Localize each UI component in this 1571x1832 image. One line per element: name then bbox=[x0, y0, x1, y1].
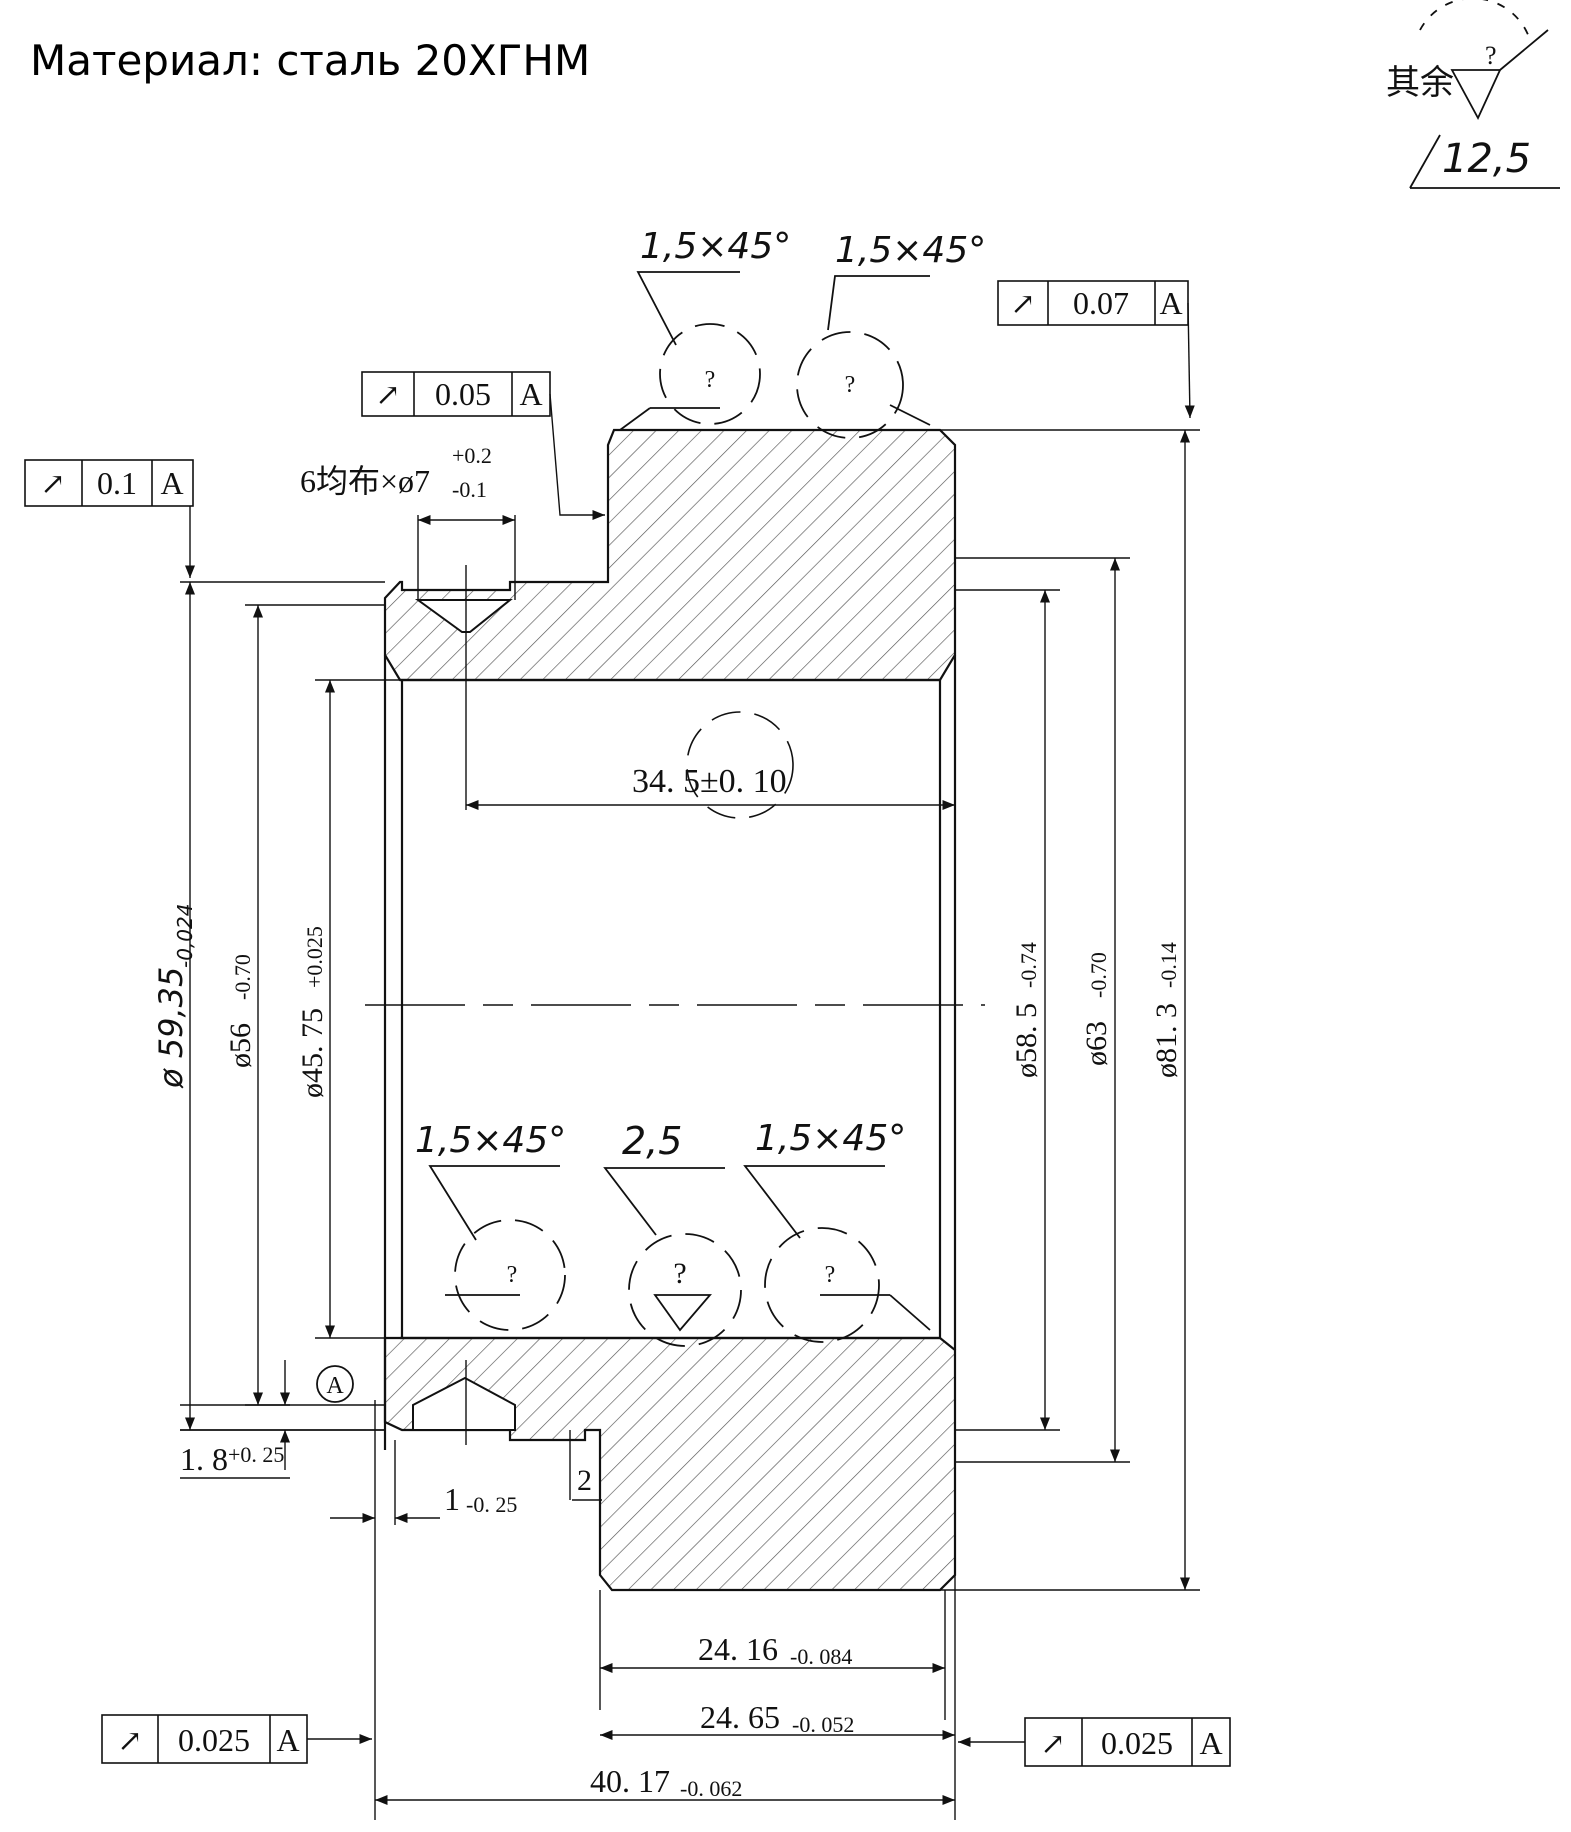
tol-value: 0.07 bbox=[1073, 285, 1129, 321]
upper-section bbox=[383, 428, 957, 682]
dim-63: ø63 -0.70 bbox=[1080, 952, 1113, 1066]
svg-text:ø45. 75: ø45. 75 bbox=[296, 1008, 329, 1098]
dim-45-75: ø45. 75 +0.025 bbox=[296, 926, 329, 1098]
holes-label: 6均布×ø7 bbox=[300, 463, 430, 499]
dim-24-65: 24. 65 -0. 052 bbox=[700, 1699, 854, 1737]
holes-tol-lower: -0.1 bbox=[452, 477, 487, 502]
svg-text:1: 1 bbox=[444, 1481, 460, 1517]
roughness-mark: ? bbox=[507, 1262, 518, 1288]
tol-value: 0.025 bbox=[1101, 1725, 1173, 1761]
tol-datum: A bbox=[519, 376, 542, 412]
tol-value: 0.025 bbox=[178, 1722, 250, 1758]
tol-datum: A bbox=[160, 465, 183, 501]
datum-a: A bbox=[316, 1365, 354, 1403]
svg-text:-0.70: -0.70 bbox=[1086, 952, 1111, 998]
runout-icon: ↗ bbox=[117, 1725, 142, 1758]
hole-top bbox=[414, 599, 513, 633]
svg-text:-0. 052: -0. 052 bbox=[792, 1712, 854, 1737]
runout-icon: ↗ bbox=[375, 379, 400, 412]
tolerance-frame-bottom-right: ↗ 0.025 A bbox=[958, 1717, 1231, 1767]
chamfer-bottom-right bbox=[743, 1165, 931, 1343]
svg-text:+0.025: +0.025 bbox=[302, 926, 327, 988]
svg-text:40. 17: 40. 17 bbox=[590, 1763, 670, 1799]
roughness-mark: ? bbox=[673, 1257, 686, 1290]
runout-icon: ↗ bbox=[40, 468, 65, 501]
svg-text:ø81. 3: ø81. 3 bbox=[1150, 1003, 1183, 1078]
chamfer-label: 1,5×45° bbox=[415, 1120, 566, 1161]
svg-text:ø58. 5: ø58. 5 bbox=[1010, 1003, 1043, 1078]
svg-text:-0,024: -0,024 bbox=[173, 904, 197, 968]
part-section bbox=[383, 428, 957, 1592]
bore-lines bbox=[383, 655, 957, 1450]
chamfer-bottom-mid bbox=[603, 1167, 742, 1347]
surface-finish: 其余 ? 12,5 bbox=[1386, 0, 1560, 189]
finish-symbol: ? bbox=[1485, 41, 1497, 70]
svg-text:-0. 062: -0. 062 bbox=[680, 1776, 742, 1801]
tol-value: 0.1 bbox=[97, 465, 137, 501]
bore-roughness-circle bbox=[686, 711, 794, 819]
roughness-mark: ? bbox=[705, 367, 716, 393]
tol-datum: A bbox=[1199, 1725, 1222, 1761]
dim-58-5: ø58. 5 -0.74 bbox=[1010, 942, 1043, 1078]
finish-value: 12,5 bbox=[1442, 136, 1531, 182]
svg-text:ø 59,35: ø 59,35 bbox=[152, 967, 190, 1089]
finish-prefix: 其余 bbox=[1386, 64, 1454, 102]
chamfer-top-left bbox=[619, 271, 761, 431]
tol-value: 0.05 bbox=[435, 376, 491, 412]
roughness-mark: ? bbox=[825, 1262, 836, 1288]
svg-text:ø56: ø56 bbox=[224, 1023, 257, 1068]
runout-icon: ↗ bbox=[1040, 1728, 1065, 1761]
svg-text:24. 65: 24. 65 bbox=[700, 1699, 780, 1735]
svg-text:24. 16: 24. 16 bbox=[698, 1631, 778, 1667]
dim-34-5: 34. 5±0. 10 bbox=[632, 763, 787, 800]
chamfer-label: 2,5 bbox=[622, 1119, 682, 1163]
tolerance-frame-left: ↗ 0.1 A bbox=[24, 459, 196, 578]
chamfer-bottom-left bbox=[428, 1165, 566, 1331]
holes-callout: 6均布×ø7 +0.2 -0.1 bbox=[300, 443, 492, 502]
runout-icon: ↗ bbox=[1010, 288, 1035, 321]
lower-section bbox=[383, 1336, 957, 1592]
hole-bottom bbox=[412, 1376, 516, 1431]
tol-datum: A bbox=[1159, 285, 1182, 321]
dim-1: 1 -0. 25 bbox=[444, 1481, 517, 1517]
chamfer-label: 1,5×45° bbox=[640, 226, 791, 267]
chamfer-label: 1,5×45° bbox=[755, 1118, 906, 1159]
svg-text:-0. 084: -0. 084 bbox=[790, 1644, 852, 1669]
dim-24-16: 24. 16 -0. 084 bbox=[698, 1631, 852, 1669]
tol-datum: A bbox=[276, 1722, 299, 1758]
svg-text:-0. 25: -0. 25 bbox=[466, 1492, 517, 1517]
svg-text:-0.14: -0.14 bbox=[1156, 942, 1181, 988]
svg-text:+0. 25: +0. 25 bbox=[228, 1442, 284, 1467]
svg-text:ø63: ø63 bbox=[1080, 1021, 1113, 1066]
svg-text:1. 8: 1. 8 bbox=[180, 1441, 228, 1477]
page-title: Материал: сталь 20ХГНМ bbox=[30, 36, 591, 85]
chamfer-top-right bbox=[796, 275, 931, 439]
datum-label: A bbox=[326, 1373, 344, 1399]
dimension-lines bbox=[180, 429, 1200, 1820]
svg-text:-0.74: -0.74 bbox=[1016, 942, 1041, 988]
holes-tol-upper: +0.2 bbox=[452, 443, 492, 468]
roughness-mark: ? bbox=[845, 372, 856, 398]
dim-81-3: ø81. 3 -0.14 bbox=[1150, 942, 1183, 1078]
tolerance-frame-top-right: ↗ 0.07 A bbox=[997, 280, 1195, 419]
tolerance-frame-mid: ↗ 0.05 A bbox=[361, 371, 605, 521]
dim-59-35: ø 59,35 -0,024 bbox=[152, 904, 197, 1089]
tolerance-frame-bottom-left: ↗ 0.025 A bbox=[101, 1714, 372, 1764]
svg-text:-0.70: -0.70 bbox=[230, 954, 255, 1000]
dim-40-17: 40. 17 -0. 062 bbox=[590, 1763, 742, 1801]
dim-56: ø56 -0.70 bbox=[224, 954, 257, 1068]
dim-1-8: 1. 8 +0. 25 bbox=[180, 1441, 284, 1477]
dim-2: 2 bbox=[577, 1464, 592, 1497]
chamfer-label: 1,5×45° bbox=[835, 230, 986, 271]
